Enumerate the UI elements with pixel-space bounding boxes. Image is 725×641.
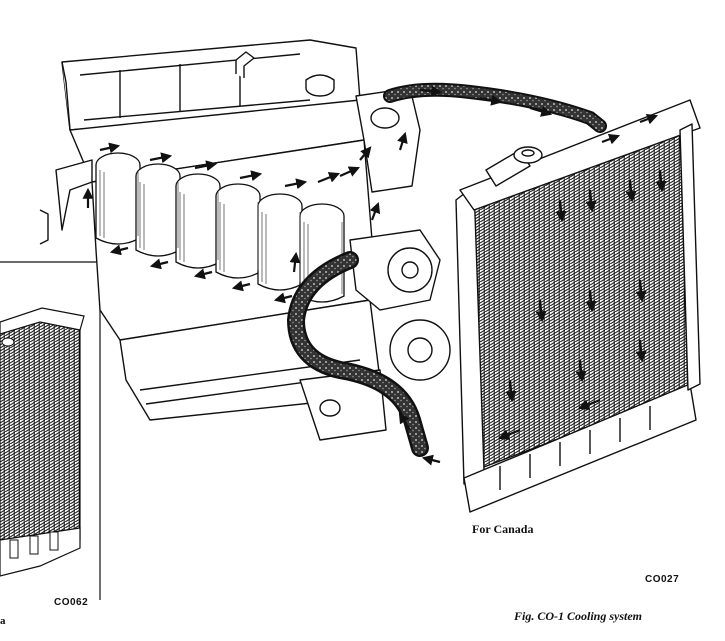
radiator — [455, 99, 701, 513]
figure-caption: Fig. CO-1 Cooling system — [514, 609, 643, 623]
for-canada-label: For Canada — [472, 522, 534, 536]
inset-figure-code: CO062 — [54, 597, 89, 608]
cylinder-bores — [95, 152, 345, 303]
lower-hose — [286, 251, 429, 457]
upper-hose — [383, 82, 607, 133]
main-figure-code: CO027 — [645, 574, 680, 585]
inset-caption-fragment: a — [0, 615, 6, 627]
coolant-flow-arrows — [82, 85, 667, 466]
inset-radiator-view — [0, 261, 101, 600]
